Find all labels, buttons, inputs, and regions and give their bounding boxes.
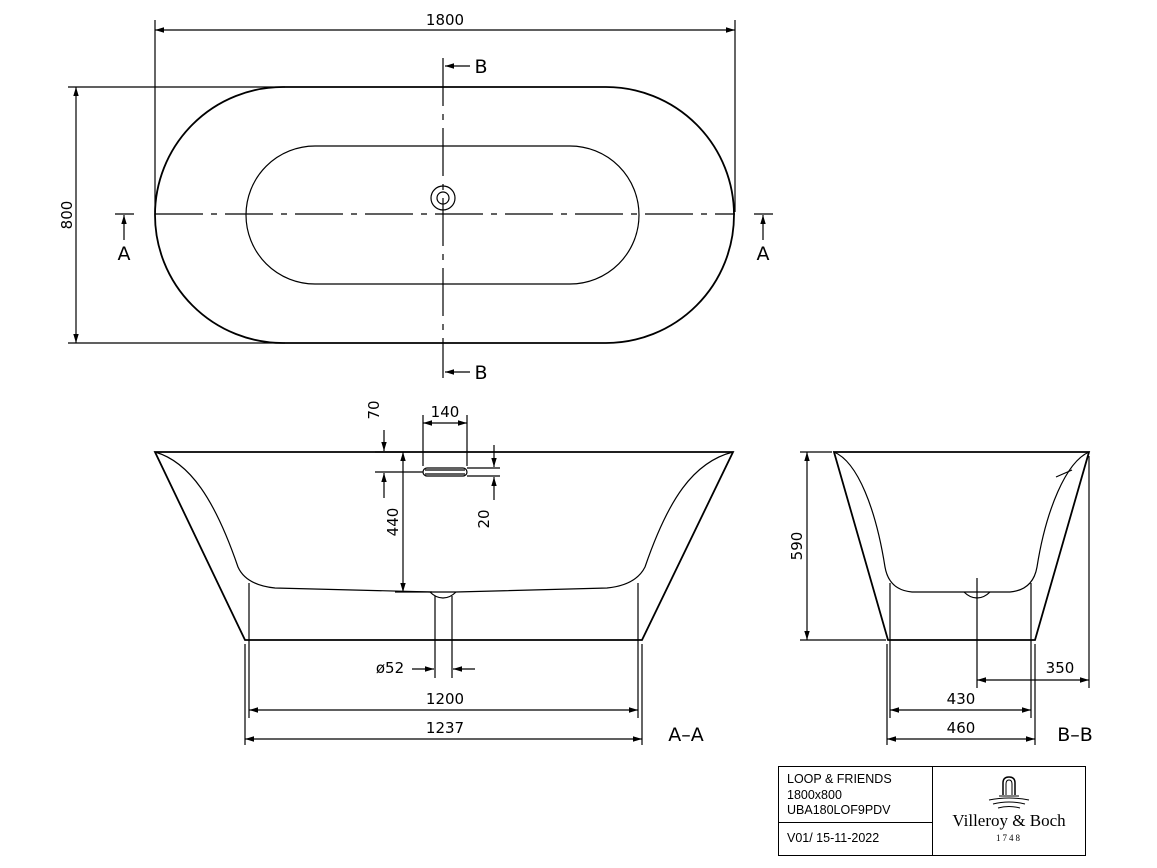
brand-logo-icon — [988, 776, 1030, 809]
dimension-base-length-label: 1237 — [426, 719, 464, 737]
section-aa: 140 70 440 20 ø52 1200 1237 A–A — [153, 400, 735, 746]
bb-inner-basin — [833, 451, 1090, 593]
dimension-waste-diameter-label: ø52 — [376, 659, 404, 677]
dimension-overflow-width-label: 140 — [431, 403, 460, 421]
brand-name: Villeroy & Boch — [952, 811, 1066, 830]
dimension-inner-bottom-width-label: 430 — [947, 690, 976, 708]
dimension-overflow-height-label: 70 — [365, 400, 383, 419]
dimension-overall-width-label: 800 — [58, 201, 76, 230]
tub-inner-basin — [245, 145, 640, 285]
aa-overflow — [422, 467, 468, 477]
aa-outer-profile — [153, 451, 735, 641]
article-code: UBA180LOF9PDV — [787, 803, 891, 817]
product-size: 1800x800 — [787, 787, 842, 802]
section-marker-a-left: A — [118, 243, 131, 265]
top-view: 1800 800 A A B B — [58, 11, 773, 384]
dimension-inner-bottom-length-label: 1200 — [426, 690, 464, 708]
product-name: LOOP & FRIENDS — [787, 772, 892, 786]
brand-cell: Villeroy & Boch 1748 — [933, 767, 1085, 855]
bb-outer-profile — [832, 451, 1091, 641]
version-cell: V01/ 15-11-2022 — [779, 822, 932, 855]
dimension-overall-length-label: 1800 — [426, 11, 464, 29]
dimension-overflow-slot-label: 20 — [475, 509, 493, 528]
section-marker-b-top: B — [474, 56, 487, 78]
aa-inner-basin — [154, 451, 734, 593]
section-marker-a-right: A — [757, 243, 770, 265]
title-block-info: LOOP & FRIENDS 1800x800 UBA180LOF9PDV V0… — [779, 767, 933, 855]
dimension-base-width-label: 460 — [947, 719, 976, 737]
version-date: V01/ 15-11-2022 — [787, 831, 880, 845]
dimension-side-offset-label: 350 — [1046, 659, 1075, 677]
dimension-bath-depth-label: 440 — [384, 508, 402, 537]
section-bb: 590 350 430 460 B–B — [788, 451, 1093, 746]
aa-waste — [429, 591, 457, 599]
dimension-total-height-label: 590 — [788, 532, 806, 561]
product-info: LOOP & FRIENDS 1800x800 UBA180LOF9PDV — [787, 772, 892, 819]
section-aa-label: A–A — [668, 724, 704, 746]
section-marker-b-bottom: B — [474, 362, 487, 384]
section-bb-label: B–B — [1057, 724, 1093, 746]
title-block: LOOP & FRIENDS 1800x800 UBA180LOF9PDV V0… — [778, 766, 1086, 856]
tub-outer-outline — [154, 86, 735, 344]
brand-year: 1748 — [996, 833, 1022, 843]
